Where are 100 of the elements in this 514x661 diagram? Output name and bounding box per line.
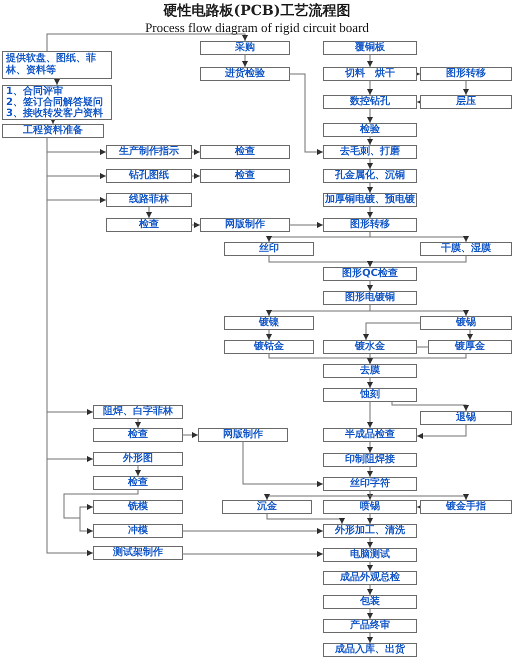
box-text: 包装: [360, 596, 380, 608]
arrow: [370, 304, 469, 316]
box-text: 成品外观总检: [340, 572, 400, 584]
arrow: [467, 330, 473, 340]
box-text: 检验: [360, 124, 380, 136]
box-text: 铣模: [128, 501, 148, 513]
box-text: 退锡: [456, 412, 476, 424]
process-box: [200, 218, 290, 232]
arrow: [290, 74, 324, 155]
arrow: [367, 280, 373, 292]
box-text: 检查: [235, 170, 255, 182]
arrow: [54, 78, 60, 86]
box-text: 去膜: [360, 365, 380, 377]
process-box: [323, 571, 417, 585]
process-box: [323, 123, 417, 137]
box-text: 钻孔图纸: [129, 170, 169, 182]
box-text: 镀厚金: [455, 341, 485, 353]
arrow: [392, 402, 469, 412]
process-box: [323, 548, 417, 562]
box-text: 镀水金: [355, 341, 385, 353]
process-box: [323, 95, 417, 109]
process-box: [93, 405, 183, 419]
box-text: 丝印: [259, 243, 279, 255]
arrow: [367, 80, 373, 96]
box-text: 2、签订合同解答疑问: [6, 97, 103, 108]
arrow: [367, 608, 373, 620]
arrow: [266, 514, 345, 524]
arrow: [135, 466, 141, 476]
process-box: [106, 218, 192, 232]
arrow: [242, 54, 248, 68]
box-text: 采购: [235, 42, 255, 54]
subtitle: Process flow diagram of rigid circuit board: [144, 20, 370, 36]
box-text: 图形电镀铜: [345, 292, 395, 304]
process-box: [323, 500, 417, 514]
box-text: 去毛刺、打磨: [340, 146, 400, 158]
process-box: [106, 169, 192, 183]
arrow: [182, 432, 198, 438]
box-text: 产品终审: [350, 620, 390, 632]
box-text: 工程资料准备: [23, 125, 83, 137]
box-text: 孔金属化、沉铜: [335, 170, 405, 182]
box-text: 喷锡: [360, 501, 380, 513]
box-text: 线路菲林: [129, 194, 169, 206]
process-box: [93, 476, 183, 490]
box-text: 电脑测试: [350, 549, 390, 561]
process-box: [200, 169, 290, 183]
arrow: [367, 108, 373, 124]
connector-line: [416, 346, 428, 348]
arrow: [367, 632, 373, 644]
process-box: [93, 500, 183, 514]
arrow: [192, 173, 200, 179]
process-box: [323, 428, 417, 442]
process-box: [323, 67, 417, 81]
box-text: 检查: [235, 146, 255, 158]
box-text: 网版制作: [223, 429, 263, 441]
process-box: [323, 267, 417, 281]
box-text: 加厚铜电镀、预电镀: [325, 194, 415, 206]
process-box: [2, 124, 104, 138]
box-text: 镀钴金: [254, 341, 284, 353]
process-box: [323, 169, 417, 183]
process-box: [200, 67, 290, 81]
process-box: [106, 193, 192, 207]
process-box: [106, 145, 192, 159]
box-text: 生产制作指示: [119, 146, 179, 158]
arrow: [367, 584, 373, 596]
arrow: [370, 232, 469, 242]
process-box: [93, 452, 183, 466]
process-box: [323, 364, 417, 378]
arrow: [367, 54, 373, 68]
process-box: [323, 145, 417, 159]
box-text: 数控钻孔: [350, 96, 390, 108]
box-text: 图形QC检查: [342, 268, 398, 280]
arrow: [367, 206, 373, 218]
process-box: [2, 51, 112, 79]
process-box: [323, 643, 417, 657]
process-box: [420, 500, 512, 514]
arrow: [266, 330, 272, 340]
process-box: [323, 595, 417, 609]
arrow: [370, 490, 469, 500]
process-box: [323, 41, 417, 55]
arrow: [146, 206, 152, 218]
arrow: [367, 538, 373, 548]
arrow: [367, 158, 373, 170]
process-box: [420, 316, 512, 330]
process-box: [93, 524, 183, 538]
box-text: 层压: [456, 96, 476, 108]
process-box: [224, 316, 314, 330]
box-text: 冲模: [128, 525, 148, 537]
process-box: [323, 524, 417, 538]
arrow: [416, 424, 466, 439]
arrow: [367, 466, 373, 478]
process-box: [428, 340, 512, 354]
process-box: [323, 388, 417, 402]
arrow: [46, 34, 248, 52]
box-text: 1、合同评审: [6, 86, 63, 97]
box-text: 镀镍: [259, 317, 279, 329]
box-text: 图形转移: [350, 219, 390, 231]
box-text: 成品入库、出货: [335, 644, 405, 656]
arrow: [367, 402, 373, 428]
arrow: [192, 149, 200, 155]
process-box: [420, 242, 512, 256]
